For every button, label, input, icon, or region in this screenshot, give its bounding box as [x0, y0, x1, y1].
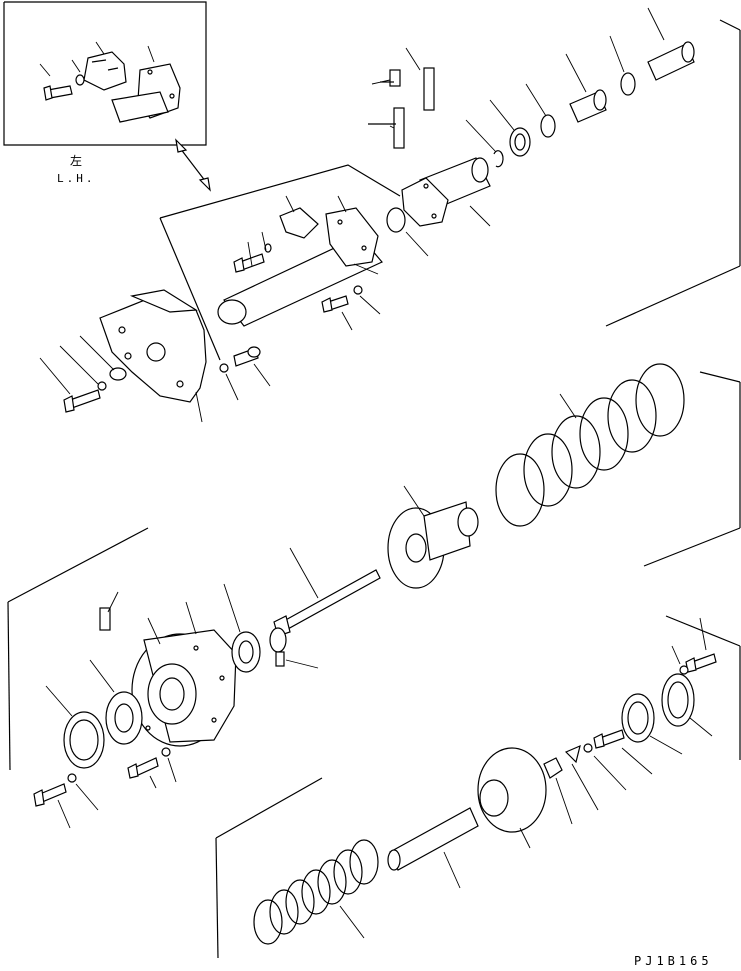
spring-frame — [559, 371, 741, 567]
spring-rod-part — [273, 569, 381, 637]
small-spring — [253, 839, 379, 945]
housing-leader-lines — [39, 335, 271, 423]
end-plate-part — [621, 693, 655, 743]
cylinder-leader-lines — [247, 195, 381, 331]
housing-bolt — [63, 389, 101, 413]
seal-part — [105, 691, 143, 745]
relief-valve — [368, 107, 405, 149]
rod-leader — [289, 547, 319, 599]
flange-hub-part — [477, 747, 547, 833]
cylinder-bracket-part — [279, 207, 319, 239]
end-washer-1 — [679, 665, 689, 675]
lower-right-frame — [665, 615, 741, 760]
o-ring — [386, 207, 406, 233]
cover-plate-part — [63, 711, 105, 769]
lower-left-leader-lines — [45, 583, 319, 829]
lower-left-frame — [7, 527, 149, 771]
housing-plate — [109, 367, 127, 381]
inset-washer — [75, 74, 85, 86]
cover-washer-1 — [67, 773, 77, 783]
cylinder-group-frame — [159, 164, 401, 361]
housing-washer-2 — [219, 363, 229, 373]
end-bolt-2 — [593, 729, 625, 749]
cover-bolt-2 — [127, 757, 159, 779]
lock-plate — [564, 744, 581, 764]
grease-fitting-1 — [380, 69, 401, 87]
rod-part — [647, 41, 695, 81]
guide-ring — [269, 627, 287, 667]
bushing-part — [231, 631, 261, 673]
end-bolt-1 — [685, 653, 717, 673]
flange-plate-part — [325, 207, 379, 267]
inset-lh-box — [3, 1, 207, 146]
inset-tube-part — [111, 63, 181, 123]
tube-flange-part — [401, 177, 449, 227]
grease-fitting-2 — [423, 67, 435, 111]
seal-ring-1 — [509, 127, 531, 157]
cylinder-washer-1 — [264, 243, 272, 253]
recoil-spring-large — [495, 363, 685, 527]
inset-bracket-part — [83, 51, 127, 91]
cover-bolt-1 — [33, 783, 67, 807]
lower-right-leader-lines — [443, 617, 713, 889]
end-washer-2 — [583, 743, 593, 753]
wear-ring — [540, 114, 556, 138]
grease-fitting-3 — [99, 607, 111, 631]
recoil-cylinder-body — [131, 629, 237, 747]
housing-washer — [97, 381, 107, 391]
upper-right-frame — [605, 19, 741, 327]
snap-ring — [493, 150, 504, 168]
cover-washer-2 — [161, 747, 171, 757]
small-spring-leader — [339, 905, 365, 939]
upper-right-leader-lines — [371, 7, 665, 257]
end-cap-part — [661, 673, 695, 727]
spring-seat-leader — [403, 485, 425, 517]
piston-part — [569, 89, 607, 123]
cylinder-washer-2 — [353, 285, 363, 295]
double-arrow-icon — [175, 138, 211, 192]
piston-ring — [620, 72, 636, 96]
housing-stud-bolt — [233, 346, 261, 367]
idler-housing-part — [99, 289, 207, 403]
nut-part — [543, 757, 563, 779]
cylinder-bolt-1 — [233, 253, 265, 273]
spacer-tube-part — [387, 807, 479, 871]
inset-label-kanji: 左 — [70, 154, 83, 168]
inset-label-lh: L.H. — [57, 172, 96, 185]
cylinder-bolt-2 — [321, 295, 349, 313]
drawing-code: PJ1B165 — [634, 954, 713, 968]
inset-leader-lines — [39, 41, 155, 77]
spring-seat-part — [387, 501, 479, 589]
lower-frame — [215, 777, 323, 959]
inset-bolt — [43, 85, 73, 101]
